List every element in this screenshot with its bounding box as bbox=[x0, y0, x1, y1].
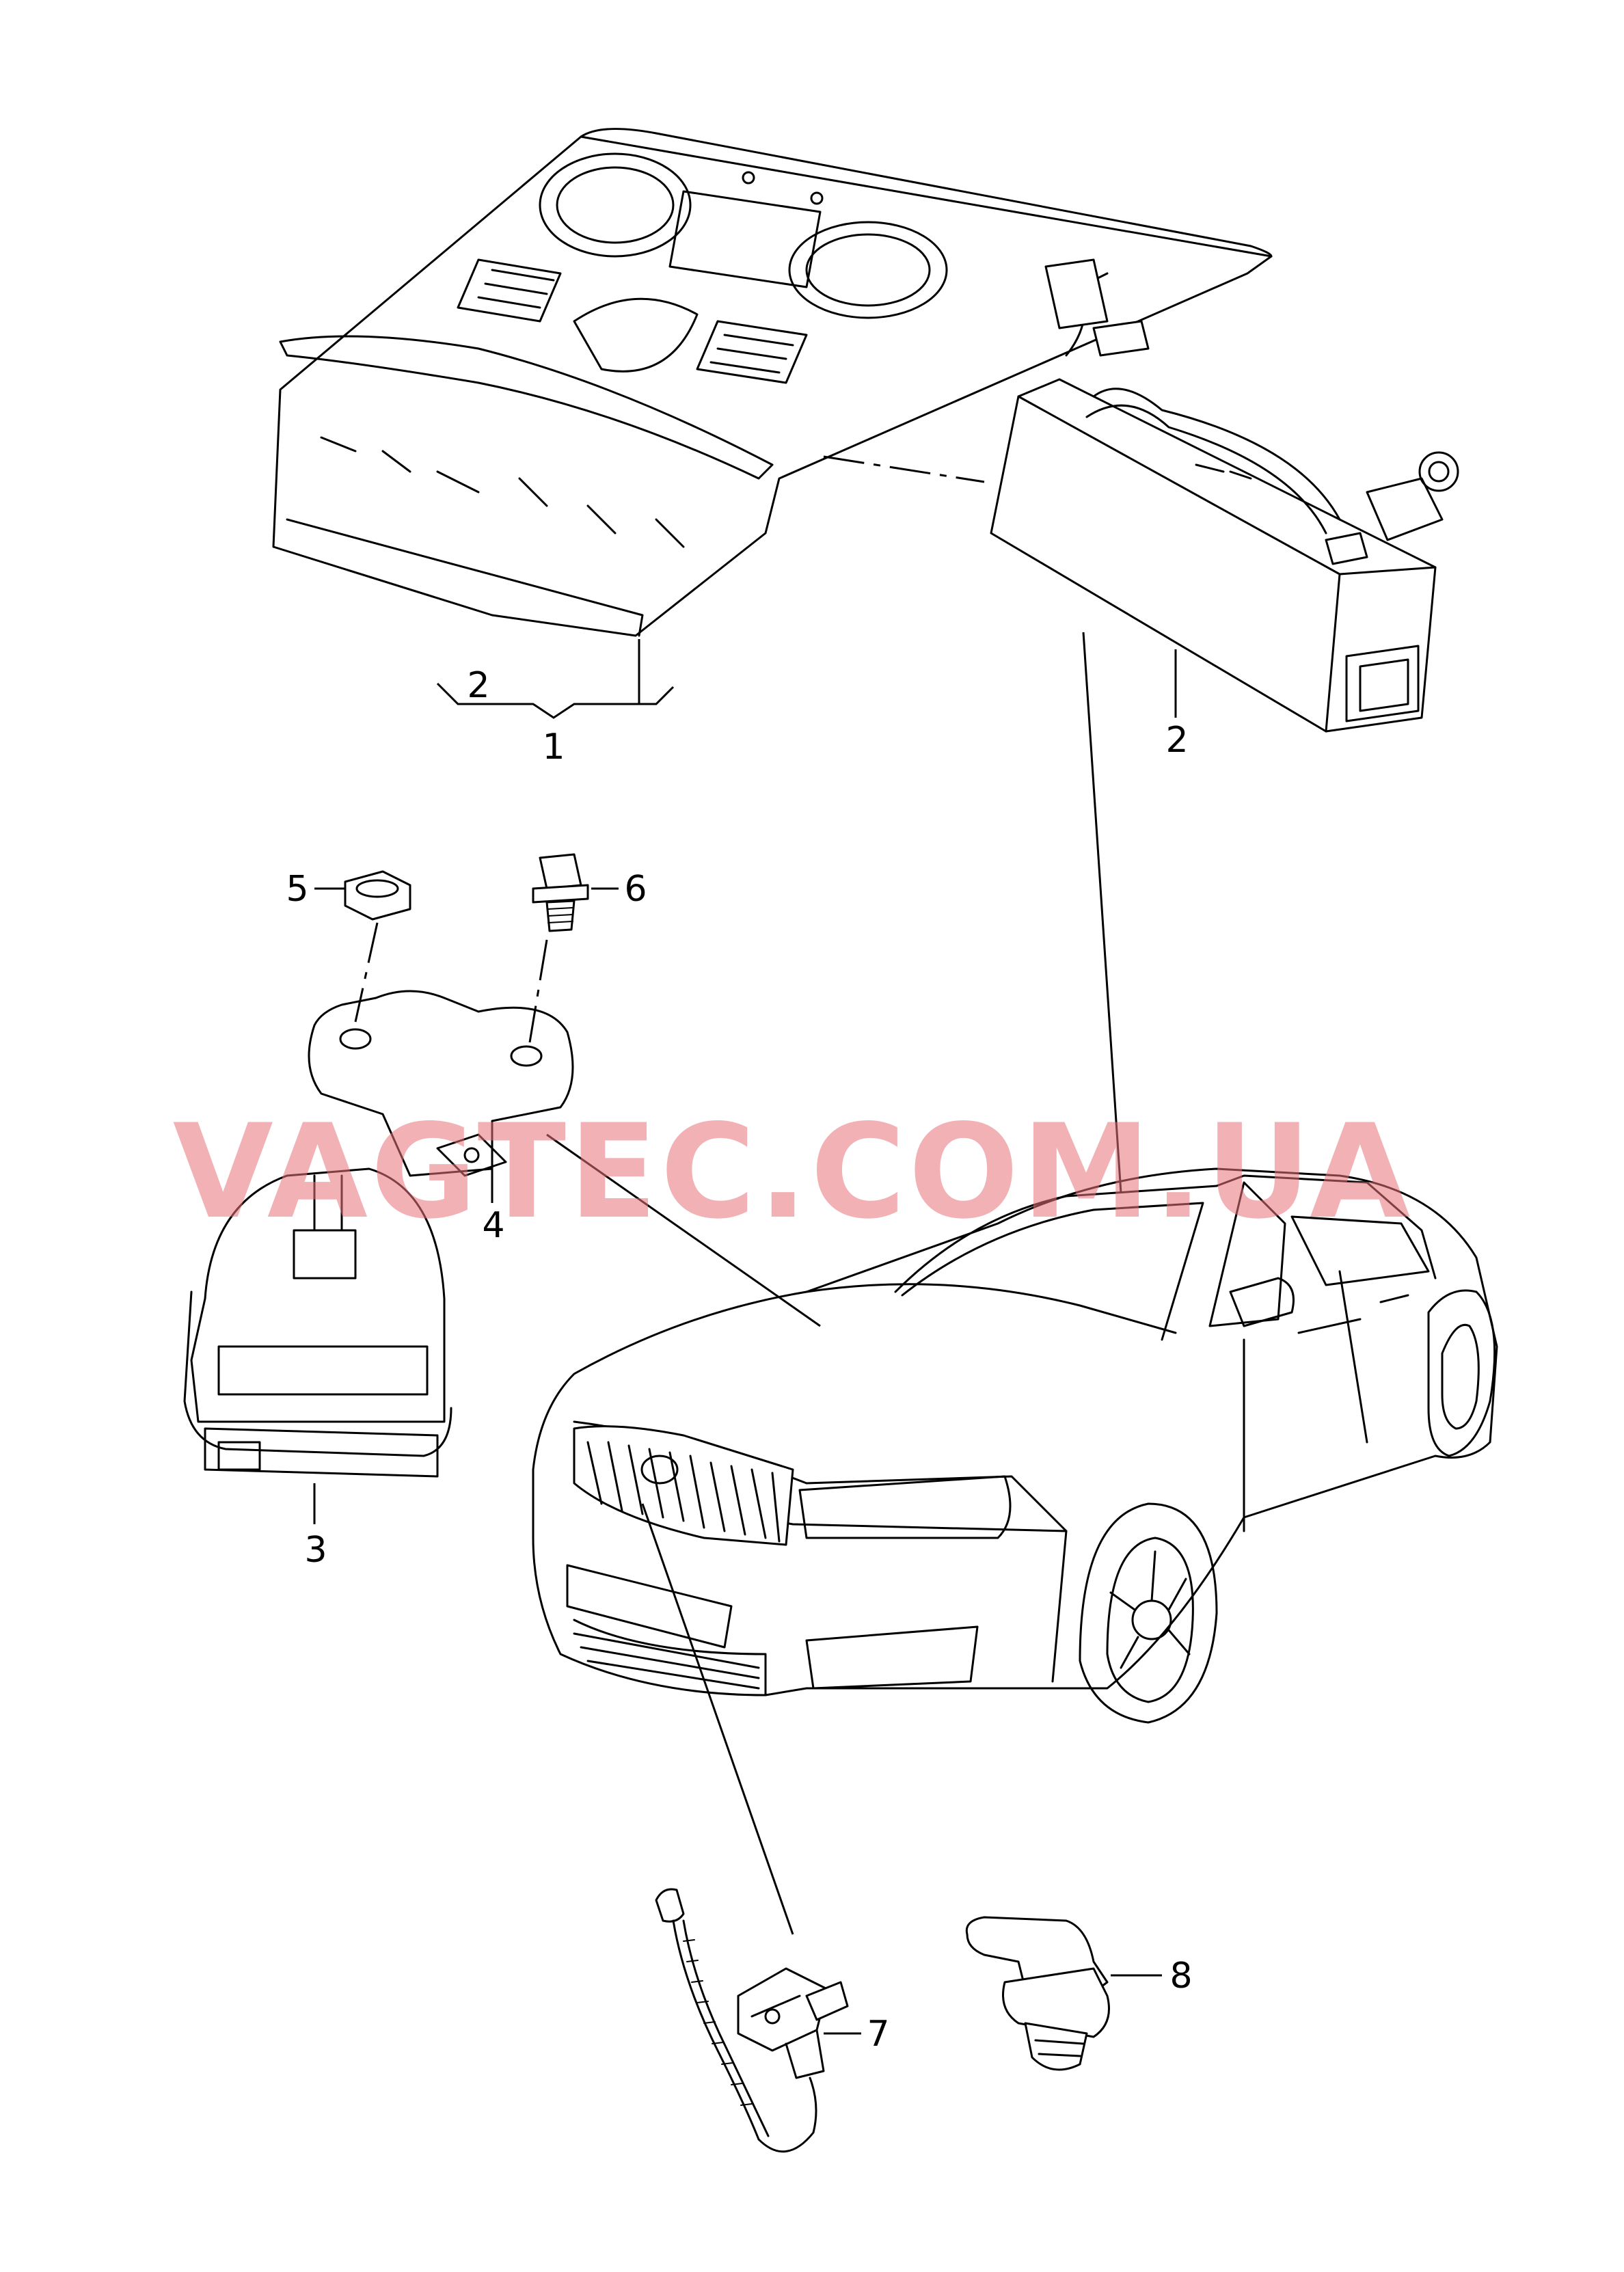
roof-console-part-1[interactable] bbox=[272, 128, 1273, 637]
group-brace-1 bbox=[436, 682, 675, 719]
bracket-part-4[interactable] bbox=[308, 990, 574, 1177]
sensor-part-7[interactable] bbox=[655, 1888, 849, 2153]
callout-4: 4 bbox=[482, 1205, 504, 1246]
callout-7: 7 bbox=[867, 2014, 889, 2055]
callout-2-left: 2 bbox=[467, 665, 489, 706]
leader-line-5-dash bbox=[354, 922, 379, 1023]
vehicle-illustration bbox=[532, 1167, 1498, 1724]
leader-line-module-car bbox=[1082, 632, 1122, 1193]
callout-2-right: 2 bbox=[1165, 720, 1188, 761]
callout-1: 1 bbox=[542, 727, 565, 768]
callout-3: 3 bbox=[304, 1530, 327, 1571]
callout-5: 5 bbox=[286, 869, 308, 910]
horn-part-3[interactable] bbox=[183, 1167, 452, 1478]
holder-part-8[interactable] bbox=[965, 1916, 1110, 2071]
callout-8: 8 bbox=[1169, 1956, 1192, 1997]
leader-lines bbox=[313, 632, 1177, 2035]
callout-6: 6 bbox=[624, 869, 647, 910]
bolt-part-6[interactable] bbox=[532, 853, 589, 932]
watermark-text: VAGTEC.COM.UA bbox=[173, 1096, 1413, 1247]
callout-labels: 2 1 2 5 6 4 3 7 8 bbox=[286, 665, 1192, 2055]
control-module-part-2[interactable] bbox=[990, 258, 1459, 733]
nut-part-5[interactable] bbox=[344, 870, 411, 921]
leader-line-bracket-car bbox=[546, 1133, 821, 1327]
console-module-link-line bbox=[823, 455, 985, 483]
leader-line-sensor-car bbox=[641, 1503, 794, 1935]
leader-line-6-dash bbox=[528, 939, 548, 1043]
